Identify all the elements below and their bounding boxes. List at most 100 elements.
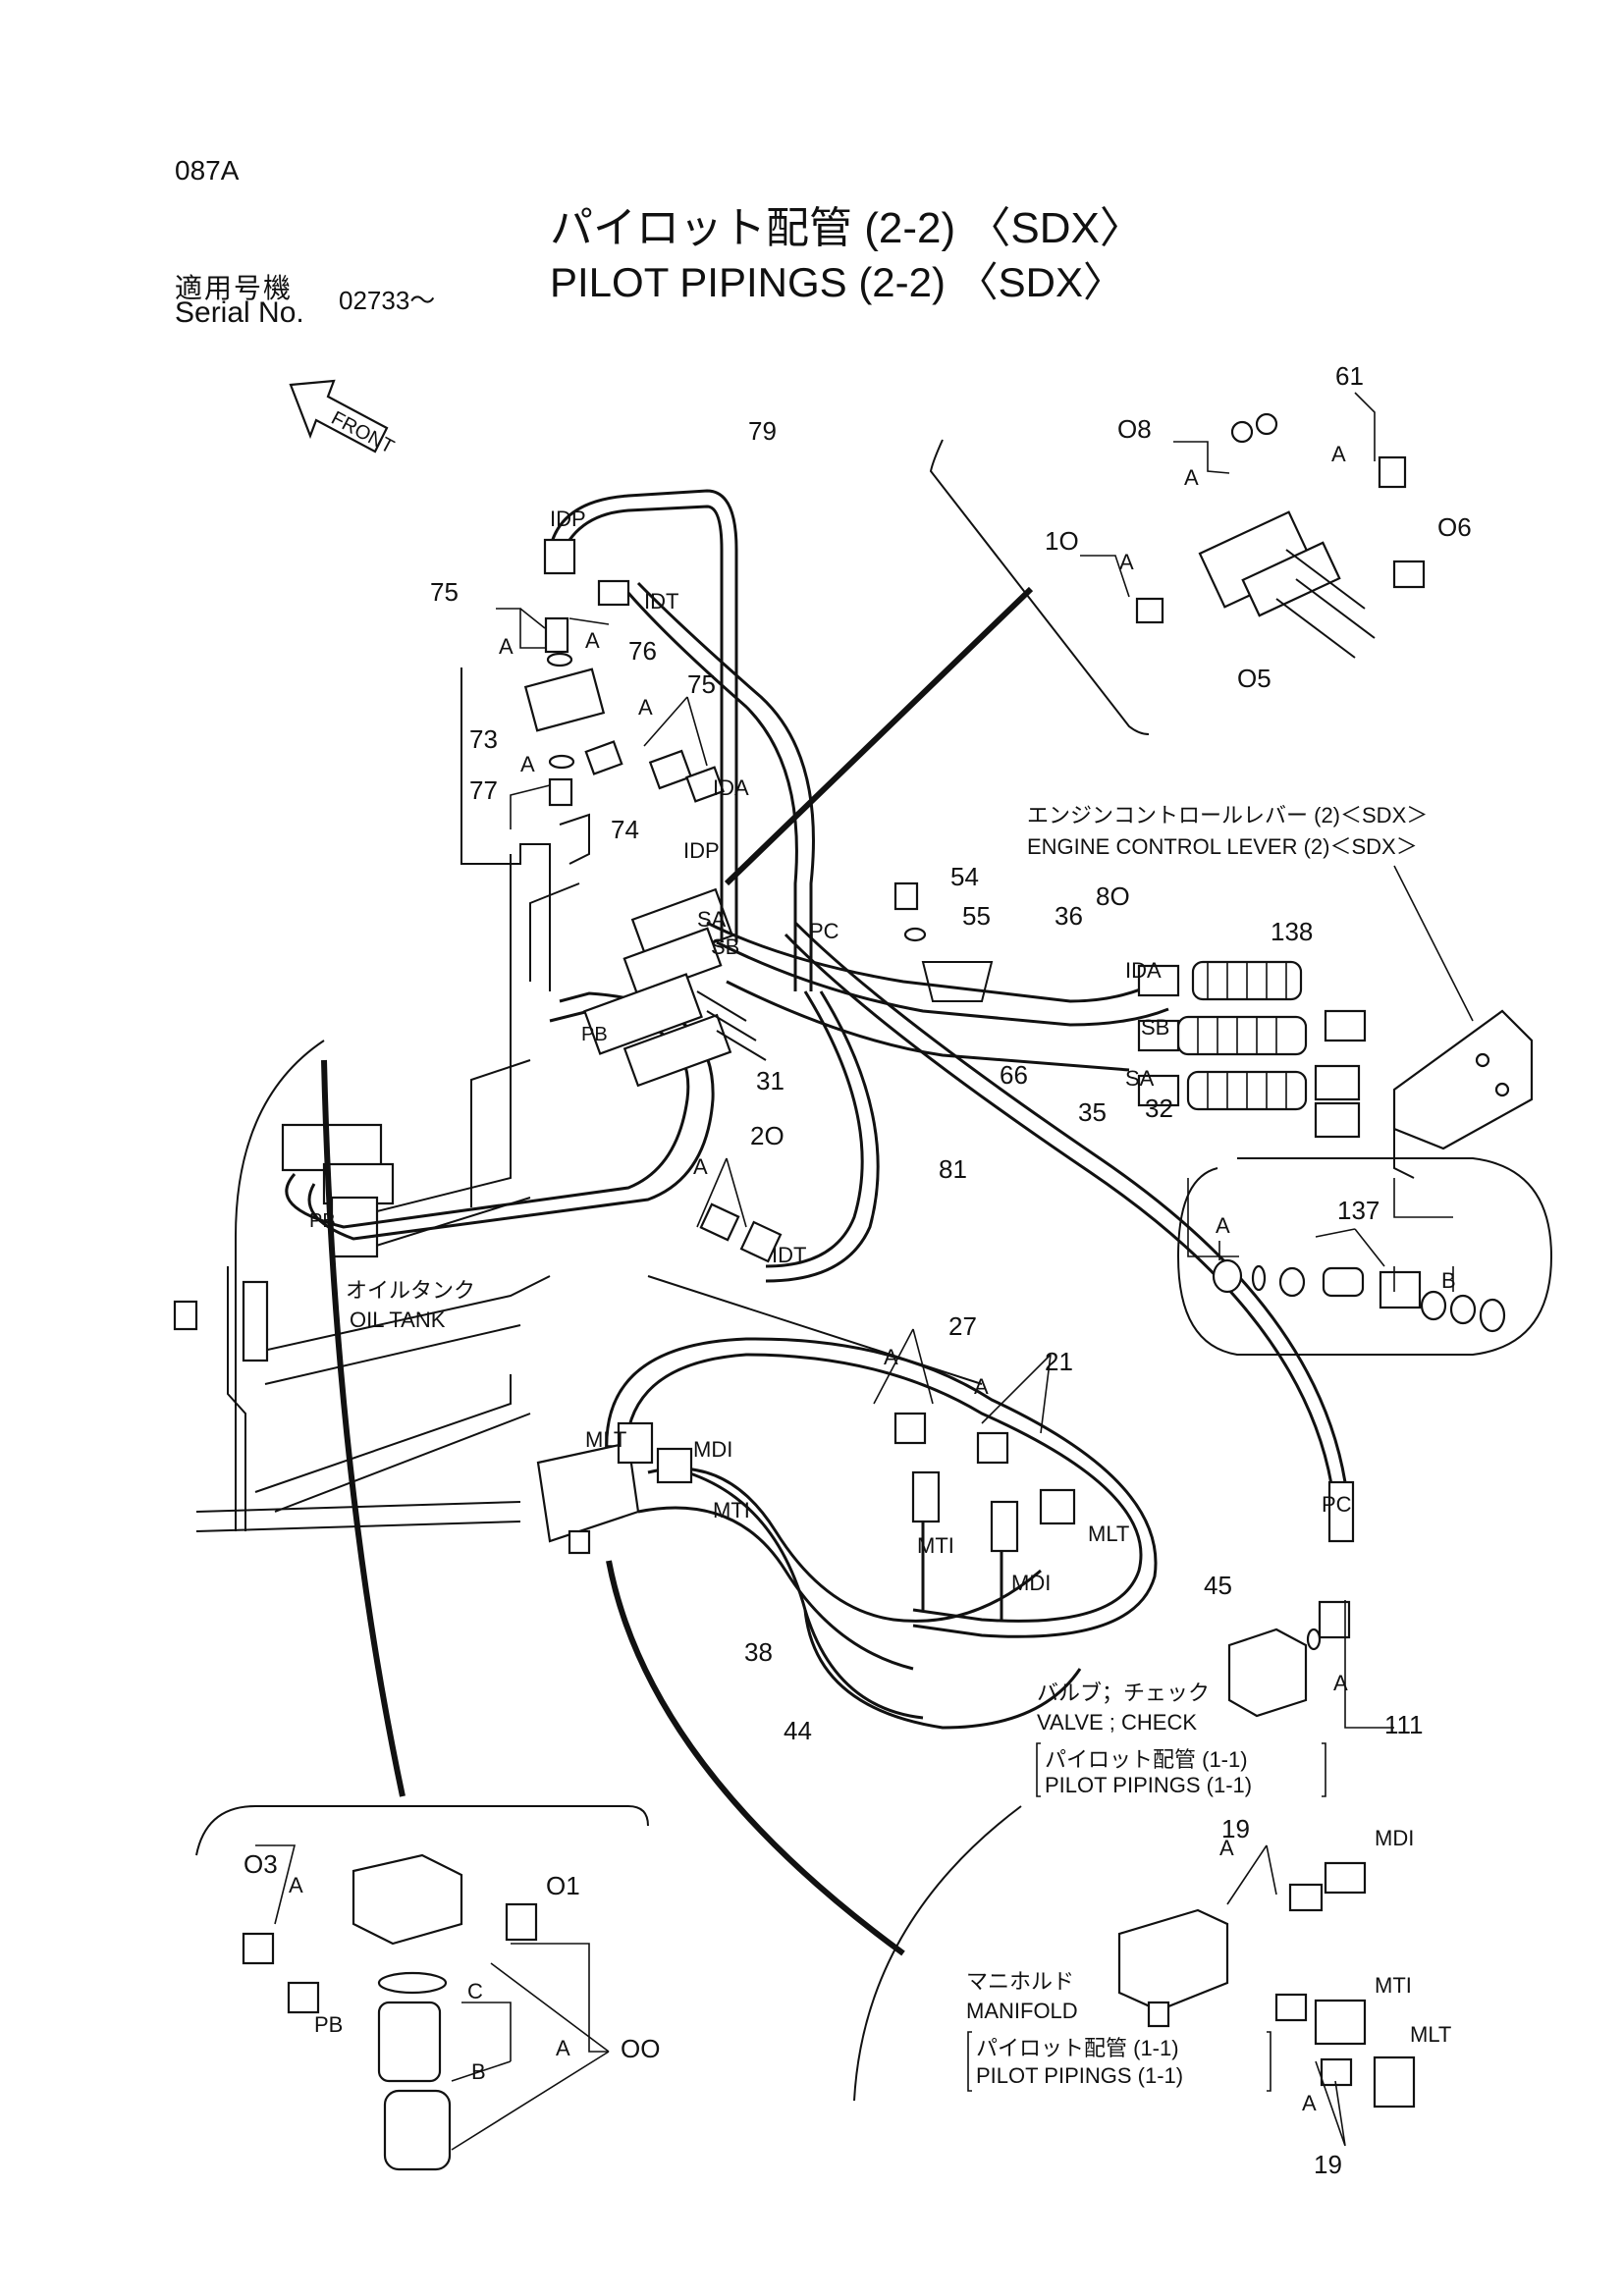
front-arrow-icon: FRONT — [289, 379, 398, 458]
part-75-mid: 75 — [687, 669, 716, 699]
port-idp-center: IDP — [683, 838, 720, 863]
port-mdi-center: MDI — [1011, 1571, 1051, 1595]
part-35: 35 — [1078, 1097, 1107, 1127]
mark-a-19-top: A — [1219, 1836, 1234, 1860]
port-sa-center: SA — [697, 907, 727, 932]
part-44: 44 — [784, 1716, 812, 1745]
part-66: 66 — [1000, 1060, 1028, 1090]
part-80: 8O — [1096, 881, 1130, 911]
port-sb-center: SB — [711, 934, 739, 959]
pipe-36 — [716, 940, 1169, 1027]
part-81: 81 — [939, 1154, 967, 1184]
port-mdi-detail: MDI — [1375, 1826, 1414, 1850]
part-03: O3 — [243, 1849, 278, 1879]
oil-filter-exploded — [242, 1853, 538, 2171]
oil-tank-body — [173, 667, 983, 1532]
mark-a-08: A — [1184, 465, 1199, 490]
port-mdi-left: MDI — [693, 1437, 732, 1462]
port-pc-right: PC — [1322, 1492, 1352, 1517]
part-73: 73 — [469, 724, 498, 754]
port-ida-right: IDA — [1125, 958, 1162, 983]
pipe-79 — [548, 489, 738, 942]
mark-a-20: A — [693, 1154, 708, 1179]
port-mti-detail: MTI — [1375, 1973, 1412, 1998]
mark-b-137: B — [1441, 1268, 1456, 1293]
manifold-label-en: MANIFOLD — [966, 1999, 1078, 2023]
mark-c-filter: C — [467, 1979, 483, 2003]
leader-line-top — [724, 586, 1034, 886]
mark-a-61: A — [1331, 442, 1346, 466]
mark-a-filter: A — [556, 2036, 570, 2060]
bolt-54 — [893, 881, 919, 911]
part-138: 138 — [1271, 917, 1313, 946]
port-idt-lower: IDT — [772, 1243, 806, 1267]
mark-a-27: A — [884, 1345, 898, 1369]
valve-check-ref-en: PILOT PIPINGS (1-1) — [1045, 1773, 1252, 1797]
port-ida-center: IDA — [713, 775, 749, 800]
detail-balloon-bottom-left — [195, 1805, 649, 1856]
pipe-80 — [706, 921, 1160, 1003]
page-code: 087A — [175, 155, 240, 186]
pilot-valve-block: PB — [581, 887, 767, 1088]
port-pb-label-valve: PB — [581, 1024, 608, 1045]
detail-balloon-top — [929, 439, 1150, 735]
manifold-ref-ja: パイロット配管 (1-1) — [976, 2036, 1179, 2060]
part-10: 1O — [1045, 526, 1079, 556]
elbow-idp — [543, 538, 576, 575]
detail-balloon-bottom-right — [853, 1805, 1022, 2102]
mark-a-75b: A — [638, 695, 653, 720]
parts-137-exploded — [1212, 1228, 1506, 1333]
clamp-66 — [921, 961, 994, 1002]
manifold-block — [536, 1412, 1076, 1555]
manifold-ref-en: PILOT PIPINGS (1-1) — [976, 2063, 1183, 2088]
part-36: 36 — [1055, 901, 1083, 931]
mark-a-137: A — [1216, 1213, 1230, 1238]
part-31: 31 — [756, 1066, 784, 1095]
serial-label-japanese: 適用号機 — [175, 273, 294, 303]
washer-55 — [903, 927, 927, 942]
pipe-32 — [793, 921, 1347, 1483]
part-01: O1 — [546, 1871, 580, 1900]
port-sb-right: SB — [1141, 1015, 1169, 1040]
engine-control-lever-bracket — [1392, 1009, 1534, 1179]
title-japanese: パイロット配管 (2-2) 〈SDX〉 — [550, 204, 1143, 252]
valve-check-ref-ja: パイロット配管 (1-1) — [1045, 1747, 1248, 1772]
part-06: O6 — [1437, 512, 1472, 542]
part-61: 61 — [1335, 361, 1364, 391]
serial-number-value: 02733～ — [339, 286, 436, 315]
mark-a-21: A — [974, 1374, 989, 1399]
part-00: OO — [621, 2034, 660, 2063]
leader-line-bottom-left — [321, 1059, 406, 1797]
port-mti-center: MTI — [917, 1533, 954, 1558]
port-mlt-detail: MLT — [1410, 2022, 1451, 2047]
engine-control-label-ja: エンジンコントロールレバー (2)＜SDX＞ — [1027, 803, 1428, 828]
part-55: 55 — [962, 901, 991, 931]
manifold-ref-bracket — [967, 2031, 1271, 2092]
part-76: 76 — [628, 636, 657, 666]
mark-a-19-bottom: A — [1302, 2091, 1317, 2115]
fitting-idt-lower — [739, 1220, 783, 1263]
oil-tank-label-en: OIL TANK — [350, 1308, 446, 1332]
part-19-top: 19 — [1221, 1814, 1250, 1843]
port-mlt-right: MLT — [1088, 1522, 1129, 1546]
mark-a-76: A — [585, 628, 600, 653]
manifold-exploded — [1117, 1861, 1416, 2109]
part-45: 45 — [1204, 1571, 1232, 1600]
oil-tank-label-ja: オイルタンク — [346, 1278, 475, 1303]
part-38: 38 — [744, 1637, 773, 1667]
port-idp-top: IDP — [550, 507, 586, 531]
leader-line-bottom-right — [606, 1560, 905, 1956]
part-32: 32 — [1145, 1094, 1173, 1123]
pc-fitting — [1327, 1480, 1355, 1543]
part-75-top: 75 — [430, 577, 459, 607]
port-mlt-left: MLT — [585, 1427, 626, 1452]
part-05: O5 — [1237, 664, 1271, 693]
engine-control-leader — [1393, 865, 1474, 1022]
pipe-35 — [726, 980, 1130, 1072]
part-74: 74 — [611, 815, 639, 844]
mark-a-77: A — [520, 752, 535, 776]
port-mti-left: MTI — [713, 1498, 750, 1522]
part-79: 79 — [748, 416, 777, 446]
manifold-label-ja: マニホルド — [966, 1969, 1074, 1994]
pipe-idt-upper — [626, 592, 798, 991]
